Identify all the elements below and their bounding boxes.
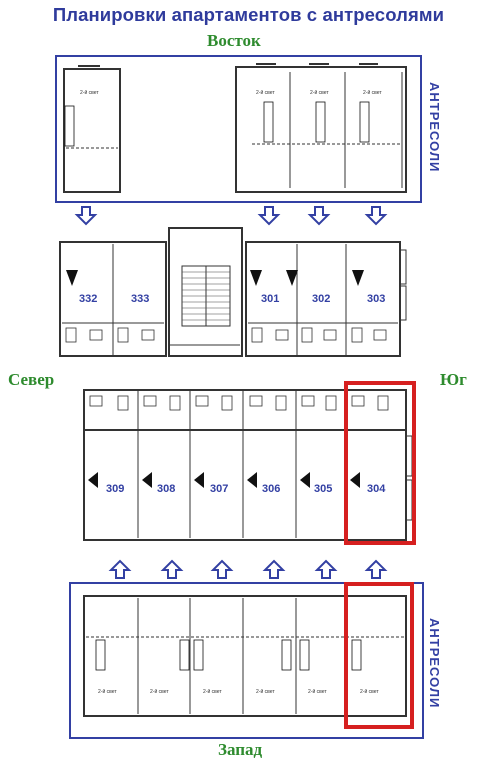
page-title: Планировки апартаментов с антресолями — [52, 4, 445, 25]
unit-number-332: 332 — [79, 293, 97, 305]
arrow-up — [210, 559, 234, 579]
stairs-west-units — [88, 472, 360, 488]
building-east-wing — [59, 227, 407, 357]
floor-label: 2-й свет — [256, 89, 275, 96]
arrow-up — [262, 559, 286, 579]
mezzanine-frame-east — [55, 55, 422, 203]
arrow-down — [364, 206, 388, 226]
floor-label: 2-й свет — [360, 688, 379, 695]
arrow-up — [314, 559, 338, 579]
direction-west-label: Запад — [218, 740, 263, 759]
mezzanine-frame-west — [69, 582, 424, 739]
arrow-up — [160, 559, 184, 579]
stair-treads — [182, 271, 230, 321]
bathroom-fixtures-east — [65, 327, 387, 343]
arrow-up — [108, 559, 132, 579]
floor-label: 2-й свет — [203, 688, 222, 695]
mezzanine-label-west: АНТРЕСОЛИ — [427, 618, 442, 709]
arrow-down — [74, 206, 98, 226]
arrow-down — [257, 206, 281, 226]
bathroom-fixtures-west — [89, 395, 389, 411]
direction-north-label: Север — [8, 370, 55, 389]
mezzanine-stairs-east — [64, 101, 370, 147]
unit-number-306: 306 — [262, 483, 280, 495]
floor-label: 2-й свет — [256, 688, 275, 695]
building-west-wing — [83, 389, 413, 541]
arrows-bottom — [108, 559, 388, 579]
unit-number-301: 301 — [261, 293, 279, 305]
arrow-up — [364, 559, 388, 579]
stairs-east-units — [66, 270, 364, 286]
floor-label: 2-й свет — [310, 89, 329, 96]
unit-number-302: 302 — [312, 293, 330, 305]
floor-label: 2-й свет — [363, 89, 382, 96]
floor-label: 2-й свет — [150, 688, 169, 695]
unit-number-303: 303 — [367, 293, 385, 305]
mezzanine-label-east: АНТРЕСОЛИ — [427, 82, 442, 173]
floor-label: 2-й свет — [80, 89, 99, 96]
mezzanine-stairs-west — [95, 639, 362, 671]
direction-south-label: Юг — [440, 370, 467, 389]
mezzanine-floor-labels-east: 2-й свет 2-й свет 2-й свет 2-й свет — [80, 89, 382, 96]
floor-label: 2-й свет — [308, 688, 327, 695]
direction-east-label: Восток — [207, 31, 261, 50]
arrows-top — [74, 206, 388, 226]
mezzanine-floor-labels-west: 2-й свет 2-й свет 2-й свет 2-й свет 2-й … — [98, 688, 379, 695]
arrow-down — [307, 206, 331, 226]
mezzanine-plan-east — [63, 63, 407, 193]
unit-number-309: 309 — [106, 483, 124, 495]
unit-number-305: 305 — [314, 483, 332, 495]
east-unit-numbers: 332 333 301 302 303 — [79, 293, 385, 305]
unit-number-333: 333 — [131, 293, 149, 305]
unit-number-308: 308 — [157, 483, 175, 495]
floor-label: 2-й свет — [98, 688, 117, 695]
west-unit-numbers: 309 308 307 306 305 304 — [106, 483, 386, 495]
highlight-unit-304 — [344, 381, 416, 729]
unit-number-304: 304 — [367, 483, 386, 495]
unit-number-307: 307 — [210, 483, 228, 495]
